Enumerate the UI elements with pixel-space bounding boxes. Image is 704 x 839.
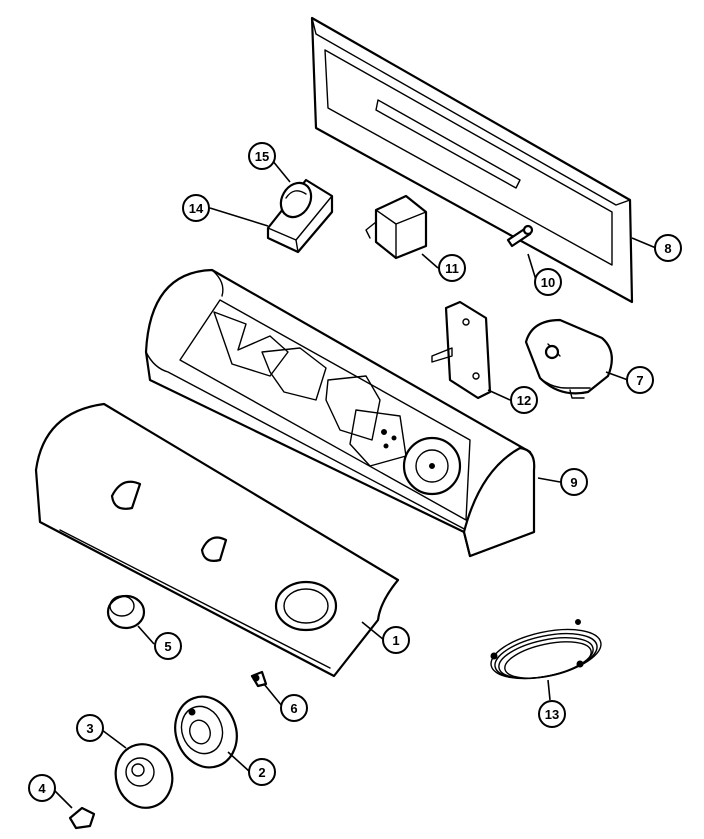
callout-7: 7 [626, 366, 654, 394]
svg-text:15: 15 [255, 149, 269, 164]
front-control-panel-part [34, 402, 400, 678]
svg-text:12: 12 [517, 393, 531, 408]
leader-lines [53, 159, 657, 809]
callout-14: 14 [182, 194, 210, 222]
svg-text:8: 8 [664, 241, 671, 256]
callout-6: 6 [280, 694, 308, 722]
callout-1: 1 [382, 626, 410, 654]
callout-3: 3 [76, 714, 104, 742]
svg-text:14: 14 [189, 201, 204, 216]
callout-10: 10 [534, 268, 562, 296]
timer-switch-part [524, 318, 613, 399]
svg-text:5: 5 [164, 639, 171, 654]
svg-text:6: 6 [290, 701, 297, 716]
svg-text:9: 9 [570, 475, 577, 490]
small-screw-part [250, 670, 268, 688]
mounting-bracket-part [431, 300, 492, 400]
callout-9: 9 [560, 468, 588, 496]
knob-skirt-part [174, 695, 238, 769]
svg-text:7: 7 [636, 373, 643, 388]
screw-part [506, 224, 534, 248]
callout-4: 4 [28, 774, 56, 802]
callout-8: 8 [654, 234, 682, 262]
svg-text:13: 13 [545, 707, 559, 722]
knob-part [114, 743, 174, 809]
svg-text:2: 2 [258, 765, 265, 780]
svg-text:11: 11 [445, 261, 459, 276]
wire-harness-part [490, 619, 602, 680]
relay-module-part [365, 194, 428, 260]
callout-11: 11 [438, 254, 466, 282]
rear-panel-part [310, 16, 634, 304]
indicator-lamp-part [279, 181, 313, 219]
callout-12: 12 [510, 386, 538, 414]
callout-13: 13 [538, 700, 566, 728]
console-housing-part [144, 268, 536, 558]
callout-5: 5 [154, 632, 182, 660]
callout-15: 15 [248, 142, 276, 170]
svg-text:4: 4 [38, 781, 46, 796]
callout-2: 2 [248, 758, 276, 786]
svg-text:3: 3 [86, 721, 93, 736]
svg-text:1: 1 [392, 633, 399, 648]
knob-clip-part [68, 806, 96, 830]
push-button-part [106, 594, 146, 630]
svg-text:10: 10 [541, 275, 555, 290]
